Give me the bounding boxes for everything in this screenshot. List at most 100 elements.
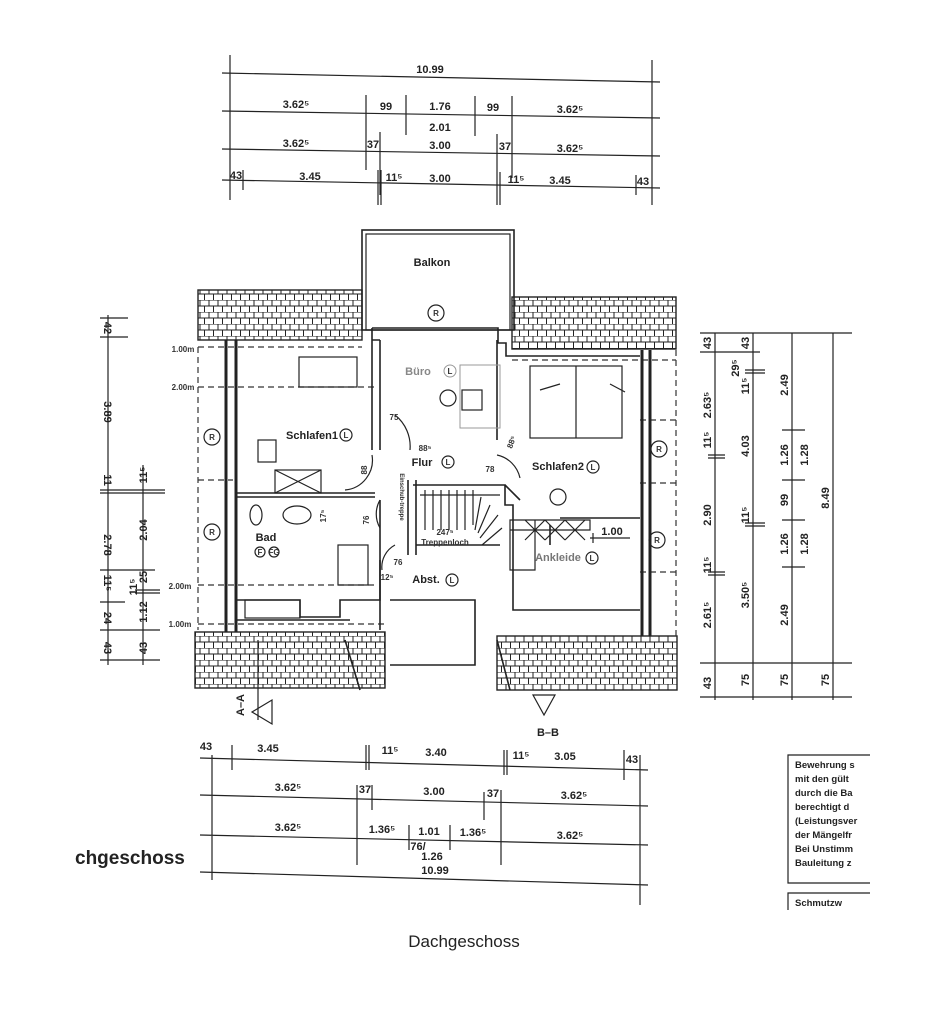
dim: 1.12 (138, 601, 150, 622)
note-line: der Mängelfr (795, 830, 852, 841)
dim-total: 10.99 (421, 865, 449, 877)
figure-caption: Dachgeschoss (408, 932, 520, 951)
dim: 3.40 (425, 747, 446, 759)
dim: 2.49 (779, 374, 791, 395)
note-line: berechtigt d (795, 802, 850, 813)
dim: 43 (740, 337, 752, 349)
room-dim: 12⁵ (381, 573, 394, 582)
einschubtreppe-label: Einschub-treppe (398, 473, 404, 521)
dim: 8.49 (820, 487, 832, 508)
dim: 2.78 (101, 534, 113, 555)
room-label-ankleide: Ankleide (535, 552, 581, 564)
dim: 3.00 (423, 786, 444, 798)
section-b-arrow (531, 694, 557, 717)
note-line: mit den gült (795, 774, 850, 785)
note-line: Bauleitung z (795, 858, 852, 869)
dim: 3.62⁵ (275, 822, 302, 834)
r-marker: R (209, 433, 215, 442)
dim: 99 (380, 101, 392, 113)
dim: 11⁵ (702, 557, 714, 574)
room-dim: 75 (390, 413, 399, 422)
notes-box: Bewehrung s mit den gült durch die Ba be… (787, 754, 870, 910)
dim: 1.26 (421, 851, 442, 863)
room-label-balkon: Balkon (414, 257, 451, 269)
dim: 37 (367, 139, 379, 151)
dim: 29⁵ (730, 359, 742, 376)
l-marker: L (450, 576, 455, 585)
dim: 43 (637, 176, 649, 188)
height-label: 2.00m (172, 383, 195, 392)
dim: 2.61⁵ (702, 602, 714, 629)
dim: 11 (101, 474, 113, 486)
room-dim: 78 (486, 465, 495, 474)
dim: 75 (779, 674, 791, 686)
dim: 1.36⁵ (369, 824, 396, 836)
dim: 11⁵ (740, 378, 752, 395)
balcony: Balkon (361, 229, 515, 331)
section-a-arrow (250, 698, 273, 726)
dim: 3.05 (554, 751, 575, 763)
plan-title: chgeschoss (75, 848, 185, 869)
dim: 43 (626, 754, 638, 766)
dim: 11⁵ (138, 467, 150, 484)
dim: 43 (200, 741, 212, 753)
room-dim: 76 (394, 558, 403, 567)
note-line: durch die Ba (795, 788, 853, 799)
height-label: 1.00m (169, 620, 192, 629)
dim: 3.62⁵ (283, 138, 310, 150)
dim: 43 (230, 170, 242, 182)
dim: 1.26 (779, 444, 791, 465)
l-marker: L (448, 367, 453, 376)
dim: 43 (138, 642, 150, 654)
note-line: Bei Unstimm (795, 844, 853, 855)
l-marker: L (446, 458, 451, 467)
dim: 37 (359, 784, 371, 796)
dim: 3.45 (299, 171, 320, 183)
dim: 99 (779, 494, 791, 506)
dim: 24 (101, 612, 113, 625)
room-label-abst: Abst. (412, 574, 440, 586)
treppenloch-dim: 247⁵ (436, 528, 453, 537)
l-marker: L (590, 554, 595, 563)
dim: 1.01 (418, 826, 439, 838)
dim: 1.26 (779, 533, 791, 554)
dim: 3.62⁵ (275, 782, 302, 794)
dim: 2.63⁵ (702, 392, 714, 419)
dim: 3.62⁵ (557, 104, 584, 116)
right-dimension-chain: 43 2.63⁵ 11⁵ 2.90 11⁵ 2.61⁵ 43 43 29⁵ 11… (700, 332, 852, 700)
dim: 11⁵ (702, 432, 714, 449)
dim: 42 (101, 322, 113, 334)
bad-fg-marker: FG (268, 548, 279, 557)
r-markers: R R R R R (203, 304, 668, 549)
room-dim: 88⁵ (505, 434, 518, 449)
bad-f-marker: F (258, 548, 263, 557)
dim: 3.62⁵ (283, 99, 310, 111)
left-dimension-chain: 42 3.89 11 2.78 11⁵ 24 43 11⁵ 2.04 25 11… (100, 315, 165, 665)
dim: 1.36⁵ (460, 827, 487, 839)
r-marker: R (433, 309, 439, 318)
room-label-buero: Büro (405, 366, 431, 378)
dim: 75 (820, 674, 832, 686)
treppenloch-label: Treppenloch (421, 538, 469, 547)
dim: 3.45 (257, 743, 278, 755)
room-dim: 17⁵ (319, 509, 328, 522)
dim: 11⁵ (382, 745, 399, 757)
bottom-dimension-chain: 43 3.45 11⁵ 3.40 11⁵ 3.05 43 3.62⁵ 37 3.… (200, 741, 649, 905)
dim: 99 (487, 102, 499, 114)
dim: 75 (740, 674, 752, 686)
note-line: Bewehrung s (795, 760, 855, 771)
room-dim: 1.00 (601, 526, 622, 538)
dim: 3.50⁵ (740, 582, 752, 609)
l-marker: L (344, 431, 349, 440)
height-label: 1.00m (172, 345, 195, 354)
dim: 1.76 (429, 101, 450, 113)
dim: 11⁵ (508, 174, 525, 186)
dim: 3.62⁵ (557, 830, 584, 842)
dim: 37 (499, 141, 511, 153)
dim: 11⁵ (101, 575, 113, 592)
dim: 43 (101, 642, 113, 654)
dim: 2.01 (429, 122, 450, 134)
height-label: 2.00m (169, 582, 192, 591)
dim: 4.03 (740, 435, 752, 456)
